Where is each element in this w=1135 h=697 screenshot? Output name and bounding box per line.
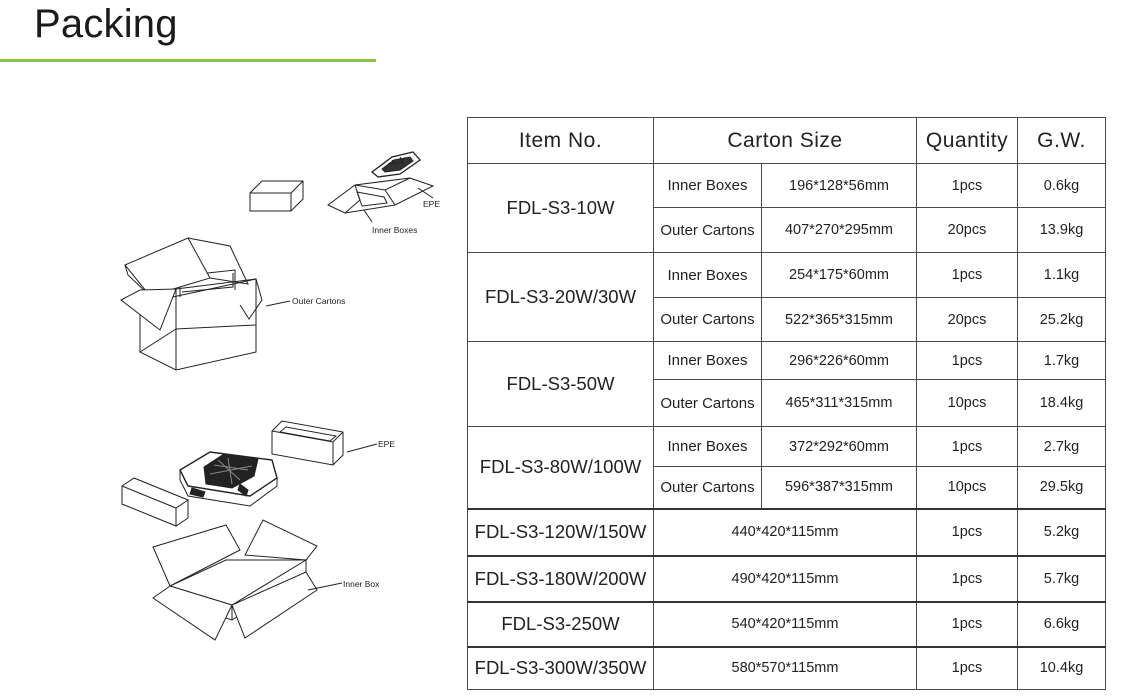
floodlight-drawing bbox=[179, 451, 278, 507]
size-cell: 254*175*60mm bbox=[761, 252, 917, 298]
header-carton-size: Carton Size bbox=[653, 117, 917, 164]
item-no-cell: FDL-S3-10W bbox=[467, 163, 654, 253]
size-cell: 407*270*295mm bbox=[761, 207, 917, 253]
gw-cell: 0.6kg bbox=[1017, 163, 1106, 208]
outer-carton-drawing bbox=[120, 237, 291, 371]
qty-cell: 1pcs bbox=[916, 600, 1018, 647]
box-type-cell: Inner Boxes bbox=[653, 426, 762, 467]
table-row: FDL-S3-250W 540*420*115mm 1pcs 6.6kg bbox=[467, 600, 1106, 647]
size-cell: 522*365*315mm bbox=[761, 297, 917, 342]
small-inner-box-drawing bbox=[249, 180, 304, 212]
gw-cell: 10.4kg bbox=[1017, 645, 1106, 690]
qty-cell: 1pcs bbox=[916, 252, 1018, 298]
qty-cell: 10pcs bbox=[916, 379, 1018, 427]
item-no-cell: FDL-S3-50W bbox=[467, 341, 654, 427]
label-inner-box: Inner Box bbox=[343, 579, 380, 589]
qty-cell: 20pcs bbox=[916, 207, 1018, 253]
table-row: FDL-S3-80W/100W Inner Boxes 372*292*60mm… bbox=[467, 426, 1106, 509]
packing-table: Item No. Carton Size Quantity G.W. FDL-S… bbox=[467, 117, 1106, 690]
gw-cell: 1.7kg bbox=[1017, 341, 1106, 380]
table-header-row: Item No. Carton Size Quantity G.W. bbox=[467, 117, 1106, 164]
small-inner-box-drawing-2 bbox=[121, 477, 189, 527]
table-row: FDL-S3-50W Inner Boxes 296*226*60mm 1pcs… bbox=[467, 341, 1106, 427]
size-cell: 372*292*60mm bbox=[761, 426, 917, 467]
open-inner-box-drawing bbox=[152, 519, 343, 641]
box-type-cell: Outer Cartons bbox=[653, 297, 762, 342]
gw-cell: 6.6kg bbox=[1017, 600, 1106, 647]
size-cell: 465*311*315mm bbox=[761, 379, 917, 427]
table-row: FDL-S3-120W/150W 440*420*115mm 1pcs 5.2k… bbox=[467, 507, 1106, 556]
title-underline bbox=[0, 59, 376, 62]
table-row: Outer Cartons 522*365*315mm 20pcs 25.2kg bbox=[468, 297, 1106, 342]
table-row: FDL-S3-180W/200W 490*420*115mm 1pcs 5.7k… bbox=[467, 554, 1106, 602]
gw-cell: 29.5kg bbox=[1017, 466, 1106, 509]
gw-cell: 13.9kg bbox=[1017, 207, 1106, 253]
box-type-cell: Outer Cartons bbox=[653, 379, 762, 427]
header-quantity: Quantity bbox=[916, 117, 1018, 164]
box-type-cell: Inner Boxes bbox=[653, 163, 762, 208]
table-row: FDL-S3-20W/30W Inner Boxes 254*175*60mm … bbox=[467, 252, 1106, 342]
header-item-no: Item No. bbox=[467, 117, 654, 164]
gw-cell: 1.1kg bbox=[1017, 252, 1106, 298]
size-cell: 440*420*115mm bbox=[653, 507, 917, 556]
item-no-cell: FDL-S3-20W/30W bbox=[467, 252, 654, 342]
qty-cell: 1pcs bbox=[916, 426, 1018, 467]
size-cell: 490*420*115mm bbox=[653, 554, 917, 602]
qty-cell: 1pcs bbox=[916, 341, 1018, 380]
box-type-cell: Inner Boxes bbox=[653, 252, 762, 298]
box-type-cell: Outer Cartons bbox=[653, 466, 762, 509]
qty-cell: 1pcs bbox=[916, 645, 1018, 690]
size-cell: 596*387*315mm bbox=[761, 466, 917, 509]
qty-cell: 20pcs bbox=[916, 297, 1018, 342]
qty-cell: 1pcs bbox=[916, 163, 1018, 208]
size-cell: 196*128*56mm bbox=[761, 163, 917, 208]
packing-illustration: EPE Inner Boxes Outer Cartons EPE Inner … bbox=[120, 151, 440, 641]
gw-cell: 25.2kg bbox=[1017, 297, 1106, 342]
size-cell: 296*226*60mm bbox=[761, 341, 917, 380]
qty-cell: 1pcs bbox=[916, 554, 1018, 602]
label-outer-cartons: Outer Cartons bbox=[292, 296, 345, 306]
box-type-cell: Inner Boxes bbox=[653, 341, 762, 380]
gw-cell: 5.7kg bbox=[1017, 554, 1106, 602]
item-no-cell: FDL-S3-300W/350W bbox=[467, 645, 654, 690]
item-no-cell: FDL-S3-250W bbox=[467, 600, 654, 647]
item-no-cell: FDL-S3-120W/150W bbox=[467, 507, 654, 556]
item-no-cell: FDL-S3-80W/100W bbox=[467, 426, 654, 509]
header-gw: G.W. bbox=[1017, 117, 1106, 164]
table-row: Outer Cartons 407*270*295mm 20pcs 13.9kg bbox=[468, 207, 1106, 253]
gw-cell: 5.2kg bbox=[1017, 507, 1106, 556]
table-row: FDL-S3-300W/350W 580*570*115mm 1pcs 10.4… bbox=[467, 645, 1106, 690]
qty-cell: 1pcs bbox=[916, 507, 1018, 556]
inner-box-with-epe-drawing bbox=[327, 151, 435, 223]
size-cell: 580*570*115mm bbox=[653, 645, 917, 690]
epe-tube-drawing bbox=[271, 420, 378, 466]
table-row: FDL-S3-10W Inner Boxes 196*128*56mm 1pcs… bbox=[467, 163, 1106, 253]
gw-cell: 2.7kg bbox=[1017, 426, 1106, 467]
item-no-cell: FDL-S3-180W/200W bbox=[467, 554, 654, 602]
label-epe-top: EPE bbox=[423, 199, 440, 209]
size-cell: 540*420*115mm bbox=[653, 600, 917, 647]
gw-cell: 18.4kg bbox=[1017, 379, 1106, 427]
qty-cell: 10pcs bbox=[916, 466, 1018, 509]
label-inner-boxes: Inner Boxes bbox=[372, 225, 417, 235]
box-type-cell: Outer Cartons bbox=[653, 207, 762, 253]
page-title: Packing bbox=[34, 2, 178, 46]
label-epe-bottom: EPE bbox=[378, 439, 395, 449]
